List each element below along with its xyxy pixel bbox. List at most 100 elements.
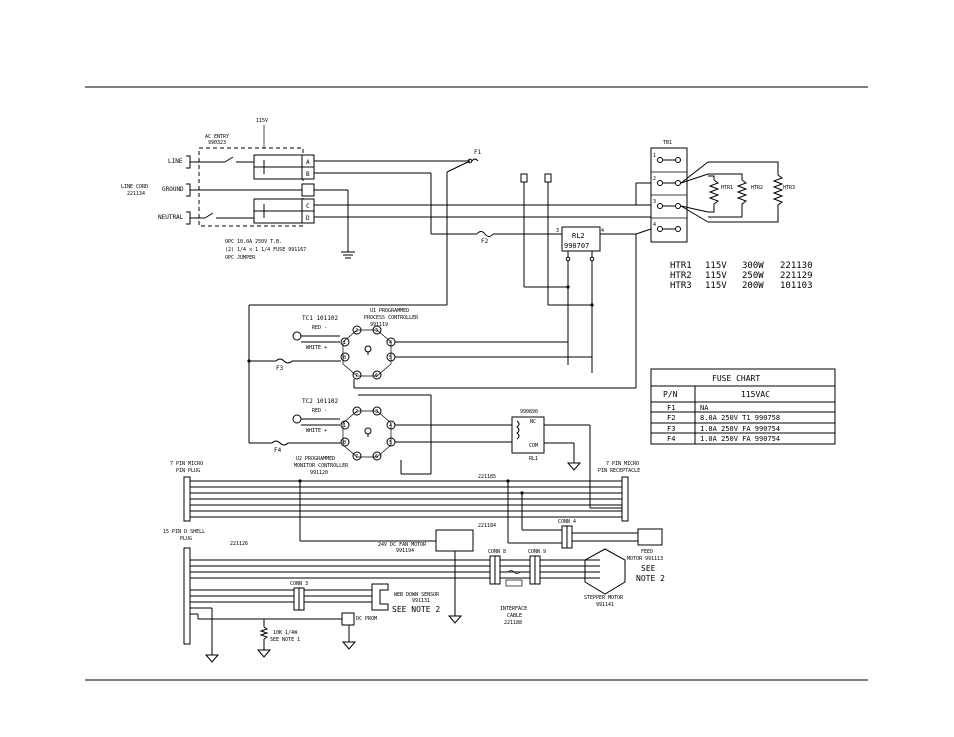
svg-text:221129: 221129: [780, 271, 813, 281]
svg-text:U2 PROGRAMMED: U2 PROGRAMMED: [296, 456, 335, 462]
svg-text:221188: 221188: [504, 620, 522, 626]
htr2-resistor-icon: [708, 179, 748, 218]
svg-text:CONN 3: CONN 3: [290, 581, 308, 587]
svg-text:24V DC FAN MOTOR: 24V DC FAN MOTOR: [378, 542, 427, 548]
fifteen-pin-harness: 15 PIN D SHELL PLUG 221126 CONN 3 WEB DO…: [163, 529, 626, 663]
pin7-receptacle: [621, 476, 629, 522]
svg-text:3: 3: [375, 409, 378, 415]
svg-text:2: 2: [653, 176, 656, 182]
heater-row-1: HTR1 115V 300W 221130: [670, 261, 813, 271]
f2-label: F2: [481, 238, 489, 245]
fuse-note-1: (2) 1/4 x 1 1/4 FUSE 991167: [225, 247, 306, 253]
chassis-ground-icon: [314, 189, 355, 259]
svg-text:MOTOR 991113: MOTOR 991113: [627, 556, 663, 562]
conn4-feed-motor: CONN 4 FEED MOTOR 991113 SEE NOTE 2: [508, 519, 665, 583]
rl1-box: [511, 416, 545, 454]
u1-process-controller: TC1 101102 RED - WHITE + U1 PROGRAMMED P…: [249, 308, 636, 389]
svg-text:221130: 221130: [780, 261, 813, 271]
svg-text:991119: 991119: [370, 322, 388, 328]
svg-text:NA: NA: [700, 404, 709, 412]
svg-text:10K 1/4W: 10K 1/4W: [273, 630, 298, 636]
neutral-label: NEUTRAL: [158, 214, 184, 221]
svg-text:A: A: [306, 159, 310, 166]
svg-text:991141: 991141: [596, 602, 614, 608]
svg-text:PIN PLUG: PIN PLUG: [176, 468, 200, 474]
fuse-chart-title: FUSE CHART: [712, 374, 760, 383]
f4-fuse-icon: [271, 440, 289, 446]
heater-row-2: HTR2 115V 250W 221129: [670, 271, 813, 281]
svg-text:CONN 8: CONN 8: [488, 549, 506, 555]
f3-label: F3: [276, 365, 284, 372]
svg-text:F3: F3: [667, 425, 675, 433]
svg-text:8: 8: [343, 355, 346, 361]
f1-label: F1: [474, 149, 482, 156]
terminal-small-2: [544, 173, 552, 183]
svg-text:7 PIN MICRO: 7 PIN MICRO: [606, 461, 639, 467]
f1-fuse-icon: [471, 158, 479, 162]
rl1-relay: 990890 NC COM RL1: [511, 409, 622, 509]
heater-table: HTR1 115V 300W 221130 HTR2 115V 250W 221…: [670, 261, 813, 291]
svg-text:HTR1: HTR1: [670, 261, 692, 271]
svg-text:2: 2: [355, 409, 358, 415]
svg-text:8: 8: [343, 440, 346, 446]
svg-text:5: 5: [389, 355, 392, 361]
svg-text:RED -: RED -: [312, 408, 327, 414]
svg-text:115V: 115V: [705, 261, 727, 271]
svg-text:WEB DOWN SENSOR: WEB DOWN SENSOR: [394, 592, 440, 598]
line-cord-label: LINE CORD: [121, 184, 148, 190]
svg-text:CABLE: CABLE: [507, 613, 522, 619]
svg-text:3: 3: [653, 199, 656, 205]
svg-text:CONN 4: CONN 4: [558, 519, 576, 525]
fuse-note-2: OPC 10.0A 250V T.B.: [225, 239, 282, 245]
ac-entry-module: 115V AC ENTRY 990323 LINE GROUND LINE CO…: [121, 118, 315, 261]
f3-fuse-icon: [275, 358, 293, 364]
resistor-ground-icon: [256, 649, 272, 658]
rl2-label: RL2: [572, 232, 585, 240]
svg-text:6: 6: [375, 373, 378, 379]
terminal-ground: [301, 183, 315, 197]
svg-text:B: B: [306, 171, 310, 178]
svg-text:8.0A 250V T1 990758: 8.0A 250V T1 990758: [700, 414, 780, 422]
svg-text:1: 1: [343, 423, 346, 429]
ac-entry-pn: 990323: [208, 140, 226, 146]
svg-text:D: D: [306, 215, 310, 222]
svg-text:PLUG: PLUG: [180, 536, 192, 542]
svg-text:15 PIN D SHELL: 15 PIN D SHELL: [163, 529, 205, 535]
svg-text:STEPPER MOTOR: STEPPER MOTOR: [584, 595, 624, 601]
svg-text:PROCESS CONTROLLER: PROCESS CONTROLLER: [364, 315, 419, 321]
svg-text:1.0A 250V FA 990754: 1.0A 250V FA 990754: [700, 435, 780, 443]
svg-text:3: 3: [556, 228, 559, 234]
fuse-chart-col-pn: P/N: [663, 390, 678, 399]
svg-text:221126: 221126: [230, 541, 248, 547]
pullup-resistor-icon: [259, 626, 269, 640]
htr2-label: HTR2: [751, 185, 763, 191]
svg-text:U1 PROGRAMMED: U1 PROGRAMMED: [370, 308, 409, 314]
line-label: LINE: [168, 158, 183, 165]
heater-wiring: HTR1 HTR2 HTR3: [680, 161, 795, 223]
svg-text:200W: 200W: [742, 281, 764, 291]
rl1-coil-icon: [516, 420, 520, 440]
rl1-ground-icon: [566, 462, 582, 471]
svg-text:PIN RECEPTACLE: PIN RECEPTACLE: [598, 468, 640, 474]
web-sensor-icon: [371, 583, 389, 611]
dc-prom-ground-icon: [341, 641, 357, 650]
line-cord-pn: 221134: [127, 191, 145, 197]
f4-label: F4: [274, 447, 282, 454]
tb1-terminal-block: TB1 1 2 3 4: [635, 140, 688, 388]
svg-text:F2: F2: [667, 414, 675, 422]
svg-text:6: 6: [375, 454, 378, 460]
svg-text:7 PIN MICRO: 7 PIN MICRO: [170, 461, 203, 467]
svg-text:101103: 101103: [780, 281, 813, 291]
svg-text:115V: 115V: [705, 281, 727, 291]
svg-text:WHITE +: WHITE +: [306, 345, 327, 351]
tc1-red-connector: [292, 331, 302, 341]
svg-text:7: 7: [355, 454, 358, 460]
svg-text:DC PROM: DC PROM: [356, 616, 377, 622]
ac-entry-label: AC ENTRY: [205, 134, 229, 140]
svg-text:250W: 250W: [742, 271, 764, 281]
rl2-pn: 990707: [564, 242, 589, 250]
svg-text:NOTE 2: NOTE 2: [636, 574, 665, 583]
pin15-plug: [183, 547, 191, 645]
mains-wiring: F1 F2: [248, 149, 651, 443]
